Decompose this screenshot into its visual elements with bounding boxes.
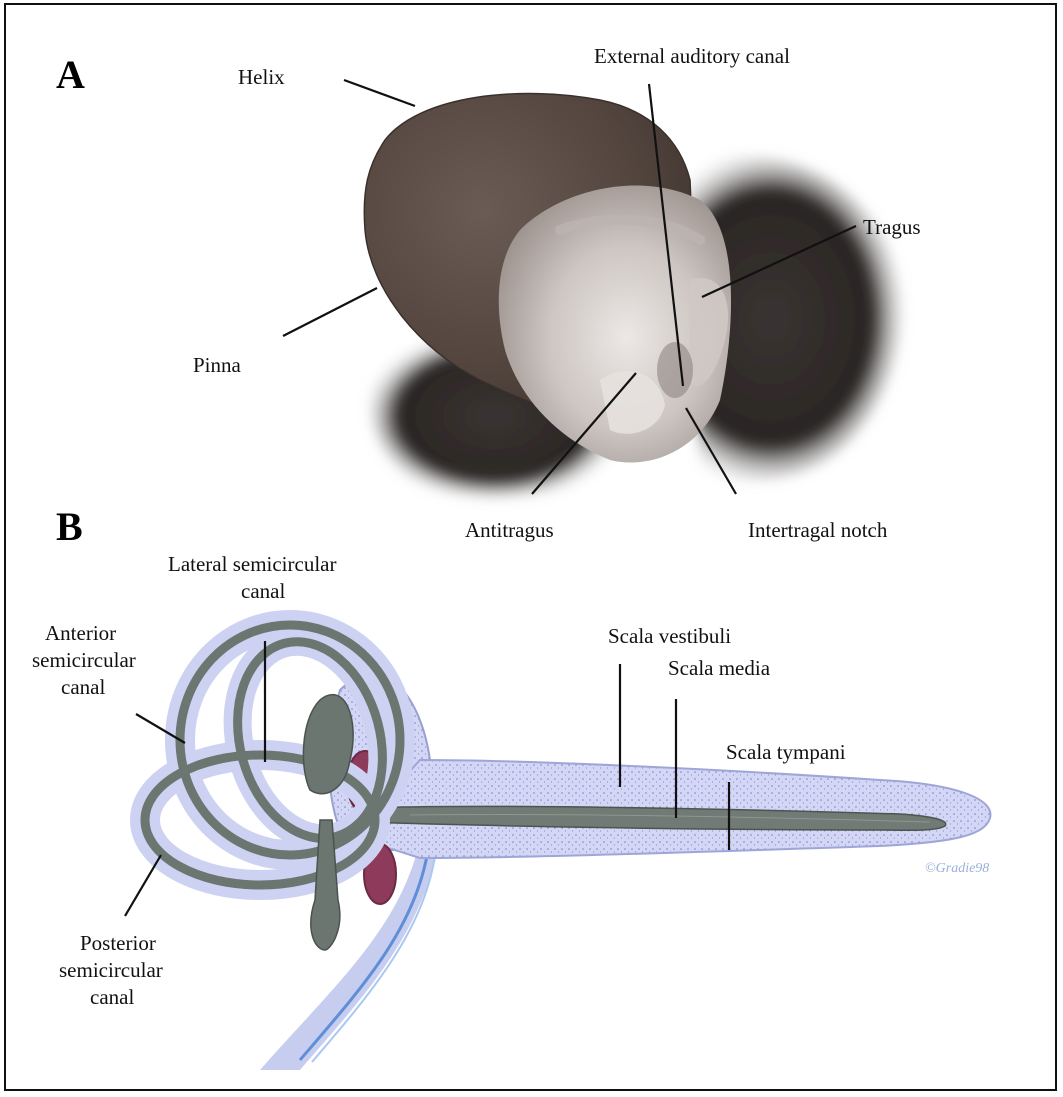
label-helix: Helix [238, 65, 285, 89]
label-intertragal-notch: Intertragal notch [748, 518, 888, 542]
helix-leader [344, 80, 415, 106]
label-scala-tympani: Scala tympani [726, 740, 846, 764]
inner-ear-illustration: ©Gradie98 [145, 625, 990, 1070]
label-lateral-semicircular-2: canal [241, 579, 285, 603]
label-posterior-semicircular-3: canal [90, 985, 134, 1009]
label-external-auditory-canal: External auditory canal [594, 44, 790, 68]
panel-b-letter: B [56, 504, 83, 549]
label-posterior-semicircular-2: semicircular [59, 958, 163, 982]
label-anterior-semicircular-3: canal [61, 675, 105, 699]
label-antitragus: Antitragus [465, 518, 554, 542]
panel-a-letter: A [56, 52, 85, 97]
pinna-leader [283, 288, 377, 336]
posterior-canal-leader [125, 855, 161, 916]
canal-opening [657, 342, 693, 398]
label-lateral-semicircular-1: Lateral semicircular [168, 552, 336, 576]
label-scala-vestibuli: Scala vestibuli [608, 624, 731, 648]
label-tragus: Tragus [863, 215, 921, 239]
label-posterior-semicircular-1: Posterior [80, 931, 156, 955]
label-anterior-semicircular-2: semicircular [32, 648, 136, 672]
artist-signature: ©Gradie98 [925, 861, 989, 876]
label-scala-media: Scala media [668, 656, 771, 680]
ear-illustration [364, 93, 902, 498]
label-pinna: Pinna [193, 353, 242, 377]
label-anterior-semicircular-1: Anterior [45, 621, 116, 645]
